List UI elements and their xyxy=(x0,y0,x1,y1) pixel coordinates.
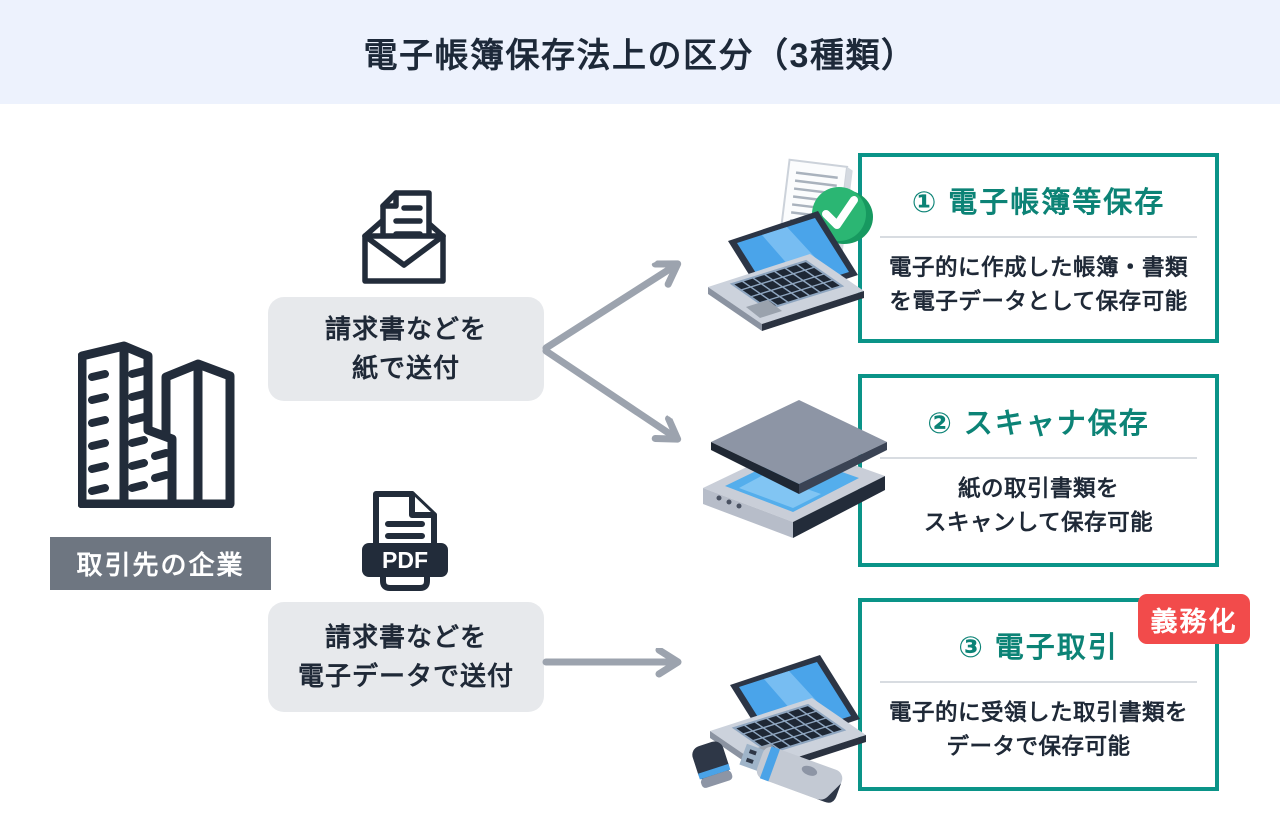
arrow-paper-to-denshichobo xyxy=(542,265,676,352)
flatbed-scanner-illustration xyxy=(703,400,887,538)
flow-digital-line2: 電子データで送付 xyxy=(297,661,514,691)
office-buildings-icon xyxy=(78,341,235,508)
divider xyxy=(880,236,1197,238)
usb-stick xyxy=(739,743,843,803)
page-title: 電子帳簿保存法上の区分（3種類） xyxy=(363,36,917,75)
pdf-file-icon: PDF xyxy=(362,491,448,591)
mandatory-badge: 義務化 xyxy=(1138,594,1250,644)
sender-label: 取引先の企業 xyxy=(50,537,271,590)
flow-digital-label: 請求書などを 電子データで送付 xyxy=(268,602,544,712)
open-envelope-letter-icon xyxy=(362,190,446,284)
flow-paper-label: 請求書などを 紙で送付 xyxy=(268,297,544,401)
flow-paper-line1: 請求書などを xyxy=(324,314,487,344)
header-band: 電子帳簿保存法上の区分（3種類） xyxy=(0,0,1280,104)
category-2-description: 紙の取引書類を スキャンして保存可能 xyxy=(923,476,1154,535)
laptop-with-approved-document-illustration xyxy=(708,158,873,331)
category-3-description: 電子的に受領した取引書類を データで保存可能 xyxy=(888,700,1188,759)
category-1-description: 電子的に作成した帳簿・書類 を電子データとして保存可能 xyxy=(888,255,1188,314)
flow-paper-line2: 紙で送付 xyxy=(351,353,460,383)
pdf-icon-label: PDF xyxy=(382,547,428,573)
flow-digital-line1: 請求書などを xyxy=(324,622,487,652)
divider xyxy=(880,681,1197,683)
category-3-number: ③ xyxy=(958,632,985,664)
usb-cap xyxy=(692,741,733,788)
laptop-with-usb-drive-illustration xyxy=(692,655,866,803)
category-1-number: ① xyxy=(911,187,939,219)
divider xyxy=(880,457,1197,459)
category-2-number: ② xyxy=(927,408,954,440)
arrow-paper-to-scanner xyxy=(542,347,676,438)
